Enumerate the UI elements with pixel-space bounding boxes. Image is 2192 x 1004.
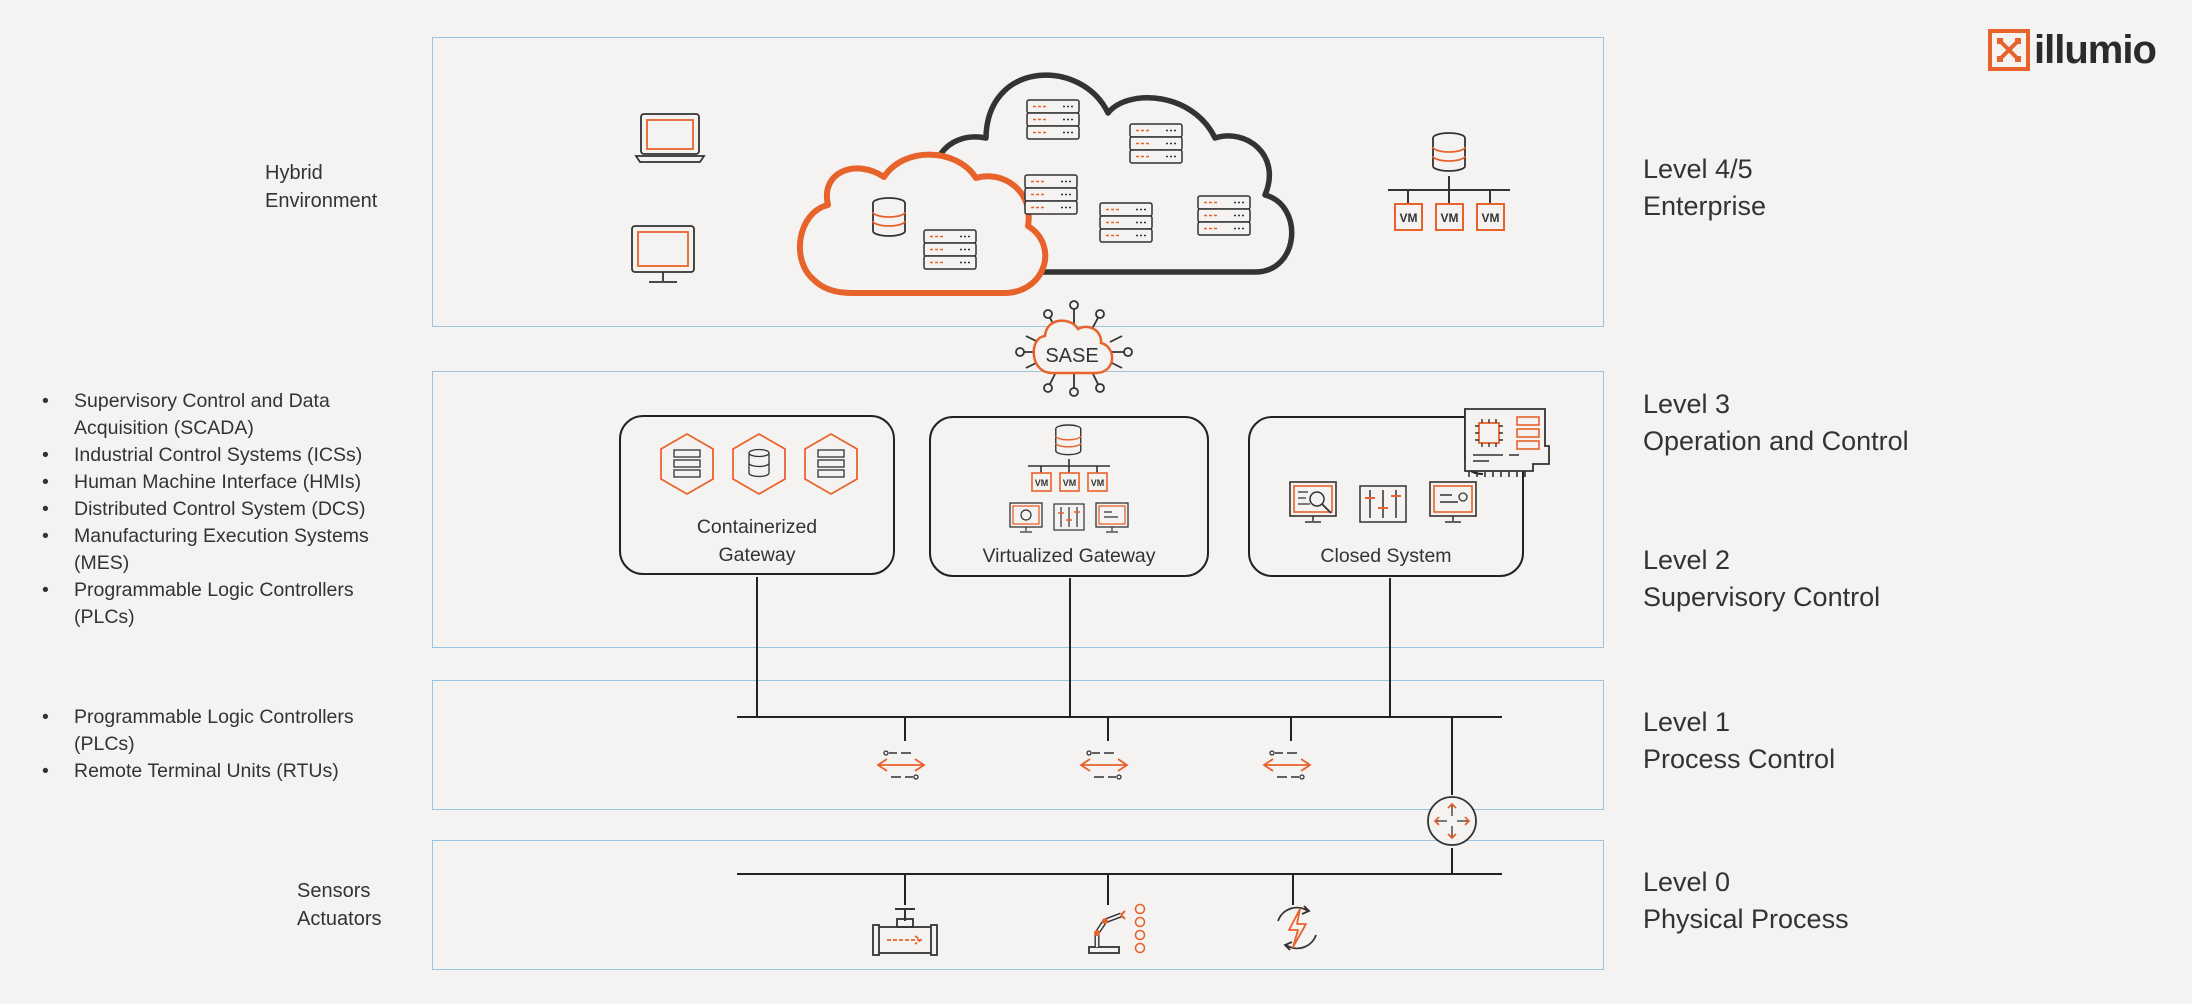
zone-operations-supervisory [432,371,1604,648]
item-line: Supervisory Control and Data [74,390,330,412]
server-rack-icon [1024,174,1078,215]
hmi-monitor-icon [1009,502,1043,533]
item-line: (MES) [74,552,130,574]
hmi-monitor-icon [1289,481,1337,523]
list-item: Remote Terminal Units (RTUs) [38,758,354,785]
level-name: Enterprise [1643,191,1767,221]
vm-cluster-icon: VM VM VM [1028,424,1110,492]
list-item: Manufacturing Execution Systems (MES) [38,523,369,577]
level-4-5-label: Level 4/5 Enterprise [1643,151,1766,225]
zone-enterprise [432,37,1604,327]
item-line: Programmable Logic Controllers [74,579,354,601]
level-2-label: Level 2 Supervisory Control [1643,542,1880,616]
item-line: Industrial Control Systems (ICSs) [74,444,363,466]
zone-process-control [432,680,1604,810]
level-number: Level 2 [1643,545,1731,575]
hmi-monitor-icon [1429,481,1477,523]
container-hexagon-icon [804,433,858,495]
server-rack-icon [1099,202,1153,243]
item-line: Remote Terminal Units (RTUs) [74,760,339,782]
hmi-monitor-icon [1095,502,1129,533]
vm-cluster-icon: VM VM VM [1388,132,1510,231]
vm-label: VM [1482,211,1500,225]
vm-label: VM [1035,478,1049,488]
label-line: Sensors [297,880,371,902]
laptop-icon [634,113,706,163]
virtualized-gateway-box: Virtualized Gateway [929,416,1209,577]
level-number: Level 4/5 [1643,154,1753,184]
illumio-logo: illumio [1988,27,2157,73]
list-item: Programmable Logic Controllers (PLCs) [38,704,354,758]
container-hexagon-icon [732,433,786,495]
server-rack-icon [1197,195,1251,236]
list-item: Distributed Control System (DCS) [38,496,369,523]
power-cycle-icon [1277,905,1317,951]
switch-arrows-icon [1080,750,1128,780]
database-icon [872,197,906,237]
gateway-label: Closed System [1320,545,1452,567]
circuit-board-icon [1464,408,1550,477]
server-rack-icon [1129,123,1183,164]
vm-label: VM [1063,478,1077,488]
control-panel-icon [1053,503,1085,531]
level-number: Level 1 [1643,707,1731,737]
private-cloud-icon [797,151,1049,296]
list-item: Programmable Logic Controllers (PLCs) [38,577,369,631]
gateway-label-line2: Gateway [718,544,796,566]
gateway-label: Virtualized Gateway [982,545,1156,567]
database-icon [1055,424,1082,456]
level-name: Physical Process [1643,904,1849,934]
switch-arrows-icon [1263,750,1311,780]
vm-label: VM [1091,478,1105,488]
desktop-monitor-icon [631,225,695,283]
gateway-label-line1: Containerized [696,516,818,538]
label-line: Hybrid [265,162,323,184]
level-name: Supervisory Control [1643,582,1881,612]
label-line: Actuators [297,908,382,930]
level-0-label: Level 0 Physical Process [1643,864,1849,938]
item-line: Human Machine Interface (HMIs) [74,471,362,493]
item-line: (PLCs) [74,606,135,628]
level-number: Level 0 [1643,867,1731,897]
control-panel-icon [1359,485,1407,523]
list-item: Supervisory Control and DataAcquisition … [38,388,369,442]
vm-label: VM [1441,211,1459,225]
level-name: Operation and Control [1643,426,1909,456]
process-control-list: Programmable Logic Controllers (PLCs) Rem… [38,704,354,785]
valve-icon [872,908,938,956]
hybrid-environment-label: Hybrid Environment [265,159,377,215]
list-item: Industrial Control Systems (ICSs) [38,442,369,469]
server-rack-icon [923,229,977,270]
switch-arrows-icon [877,750,925,780]
sase-cloud-icon: SASE [1015,300,1133,397]
item-line: Manufacturing Execution Systems [74,525,369,547]
brand-name: illumio [2034,27,2157,72]
vm-label: VM [1400,211,1418,225]
router-icon [1427,796,1477,846]
sase-label: SASE [1045,345,1098,367]
item-line: Distributed Control System (DCS) [74,498,366,520]
container-hexagon-icon [660,433,714,495]
item-line: Programmable Logic Controllers [74,706,354,728]
list-item: Human Machine Interface (HMIs) [38,469,369,496]
label-line: Environment [265,190,378,212]
item-line: (PLCs) [74,733,135,755]
level-1-label: Level 1 Process Control [1643,704,1835,778]
containerized-gateway-box: Containerized Gateway [619,415,895,575]
control-systems-list: Supervisory Control and DataAcquisition … [38,388,369,631]
zone-physical-process [432,840,1604,970]
item-line: Acquisition (SCADA) [74,417,254,439]
network-lines [737,409,1502,905]
level-name: Process Control [1643,744,1836,774]
server-rack-icon [1026,99,1080,140]
database-icon [1432,132,1466,172]
level-number: Level 3 [1643,389,1731,419]
sensors-actuators-label: Sensors Actuators [297,877,381,933]
level-3-label: Level 3 Operation and Control [1643,386,1909,460]
robot-arm-icon [1088,903,1146,954]
illumio-logo-icon [1988,29,2030,71]
